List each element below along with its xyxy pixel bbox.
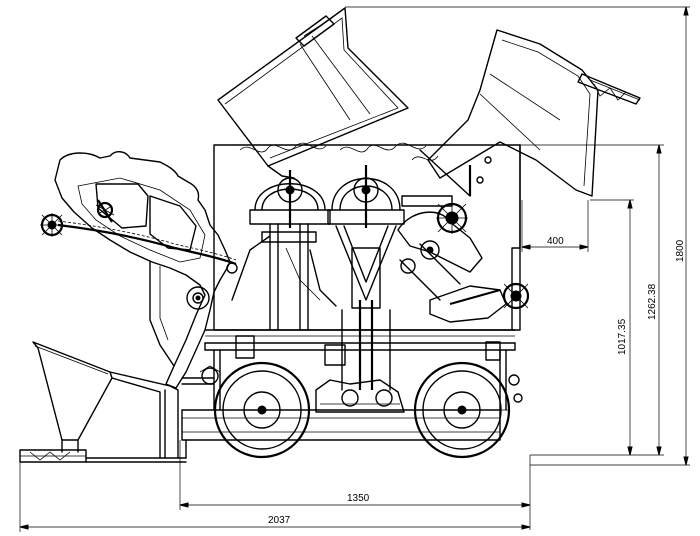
center-mechanisms xyxy=(231,142,530,391)
dim-1262-label: 1262.38 xyxy=(647,283,658,320)
left-roller xyxy=(40,213,64,237)
top-left-flap xyxy=(217,7,409,179)
dim-1017-label: 1017.35 xyxy=(617,318,628,355)
dim-400-label: 400 xyxy=(547,236,564,247)
dim-2037-label: 2037 xyxy=(268,515,291,526)
left-conveyor-arm xyxy=(40,151,238,389)
left-hopper xyxy=(19,341,187,463)
undercarriage xyxy=(181,335,523,413)
dimension-lines xyxy=(19,6,690,532)
arm-roller xyxy=(95,199,115,223)
dim-1800-label: 1800 xyxy=(675,239,686,262)
wheel-left xyxy=(213,361,311,459)
wheel-right xyxy=(413,361,511,459)
dim-1350-label: 1350 xyxy=(347,493,370,504)
top-right-flap xyxy=(427,29,641,197)
